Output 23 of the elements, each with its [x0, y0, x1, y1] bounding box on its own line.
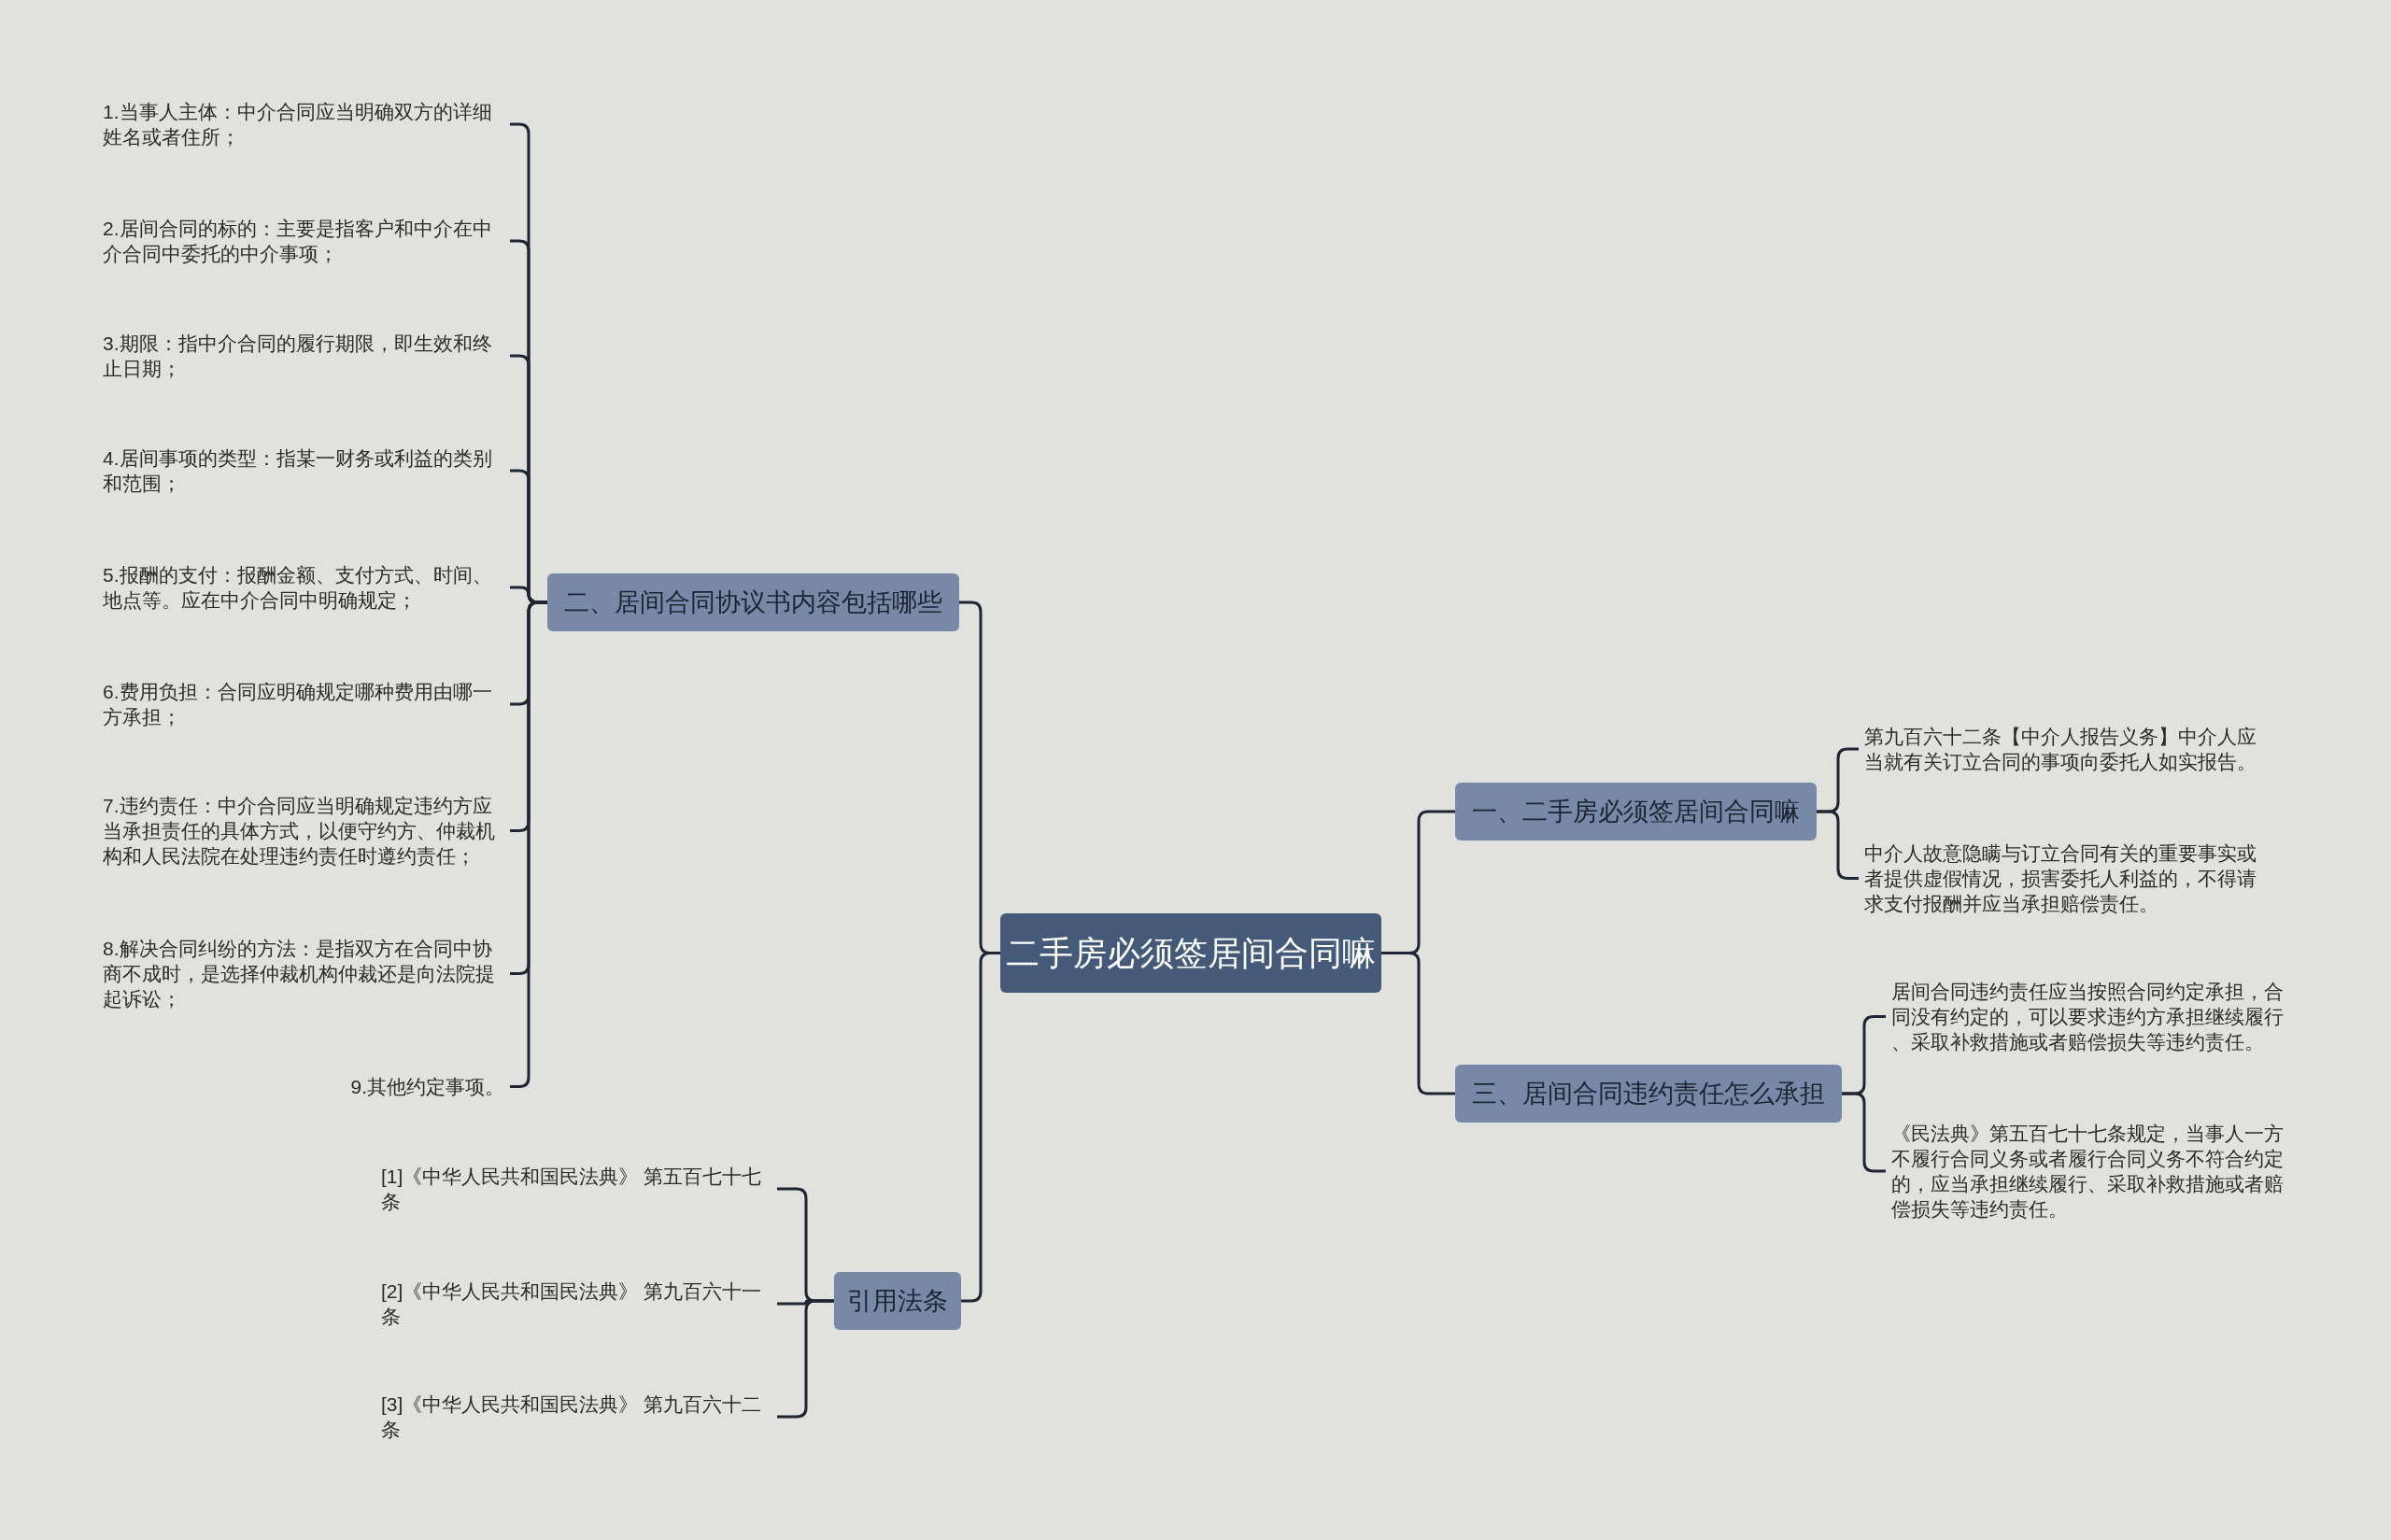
note-text: 2.居间合同的标的：主要是指客户和中介在中介合同中委托的中介事项； — [97, 216, 510, 266]
citation-text: [3]《中华人民共和国民法典》 第九百六十二条 — [375, 1392, 777, 1442]
connector-line — [961, 952, 1000, 1303]
note-text: 居间合同违约责任应当按照合同约定承担，合同没有约定的，可以要求违约方承担继续履行、采取补救措施或者赔偿损失等违约责任。 — [1886, 979, 2299, 1054]
citation-text: [1]《中华人民共和国民法典》 第五百七十七条 — [375, 1164, 777, 1214]
note-text: 《民法典》第五百七十七条规定，当事人一方不履行合同义务或者履行合同义务不符合约定的，应当承担继续履行、采取补救措施或者赔偿损失等违约责任。 — [1886, 1121, 2299, 1222]
topic-box: 二手房必须签居间合同嘛 — [1000, 913, 1381, 993]
note-text: 7.违约责任：中介合同应当明确规定违约方应当承担责任的具体方式，以便守约方、仲裁机构和人民法院在处理违约责任时遵约责任； — [97, 793, 510, 869]
note-text: 5.报酬的支付：报酬金额、支付方式、时间、地点等。应在中介合同中明确规定； — [97, 562, 510, 613]
note-text: 第九百六十二条【中介人报告义务】中介人应当就有关订立合同的事项向委托人如实报告。 — [1859, 724, 2271, 774]
note-text: 9.其他约定事项。 — [345, 1074, 510, 1099]
branch-box: 二、居间合同协议书内容包括哪些 — [547, 573, 959, 631]
note-text: 6.费用负担：合同应明确规定哪种费用由哪一方承担； — [97, 679, 510, 729]
branch-box: 三、居间合同违约责任怎么承担 — [1455, 1065, 1842, 1123]
note-text: 4.居间事项的类型：指某一财务或利益的类别和范围； — [97, 445, 510, 496]
note-text: 8.解决合同纠纷的方法：是指双方在合同中协商不成时，是选择仲裁机构仲裁还是向法院提起诉讼； — [97, 936, 510, 1011]
note-text: 1.当事人主体：中介合同应当明确双方的详细姓名或者住所； — [97, 99, 510, 149]
branch-box: 一、二手房必须签居间合同嘛 — [1455, 783, 1817, 841]
branch-box: 引用法条 — [834, 1272, 961, 1330]
note-text: 中介人故意隐瞒与订立合同有关的重要事实或者提供虚假情况，损害委托人利益的，不得请求支付报酬并应当承担赔偿责任。 — [1859, 841, 2271, 916]
citation-text: [2]《中华人民共和国民法典》 第九百六十一条 — [375, 1279, 777, 1329]
connector-line — [1381, 952, 1455, 1095]
note-text: 3.期限：指中介合同的履行期限，即生效和终止日期； — [97, 331, 510, 381]
